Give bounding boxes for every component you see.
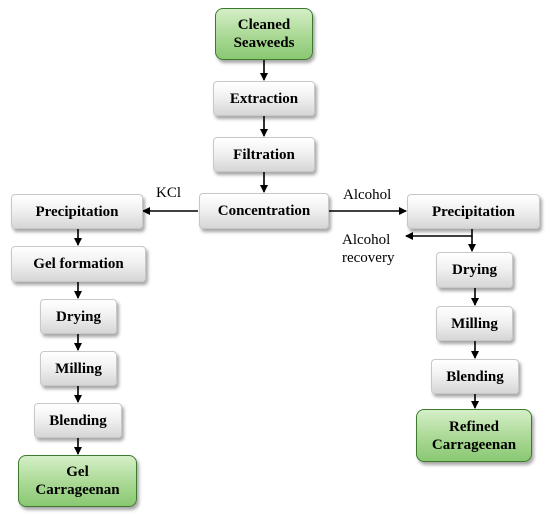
node-gel-formation: Gel formation	[11, 246, 146, 282]
node-extraction: Extraction	[213, 81, 315, 116]
node-drying-left: Drying	[40, 299, 117, 334]
node-blending-right: Blending	[431, 359, 519, 394]
label-alcohol-recovery: Alcohol recovery	[342, 232, 395, 266]
node-precipitation-left: Precipitation	[11, 194, 143, 229]
arrow-alcohol-recovery	[405, 229, 473, 240]
node-milling-right: Milling	[436, 306, 513, 341]
node-blending-left: Blending	[34, 403, 122, 438]
label-kcl: KCl	[156, 185, 182, 201]
node-concentration: Concentration	[199, 193, 329, 229]
node-cleaned-seaweeds: Cleaned Seaweeds	[215, 8, 313, 60]
node-filtration: Filtration	[213, 137, 315, 172]
node-refined-carrageenan: Refined Carrageenan	[416, 409, 532, 462]
node-precipitation-right: Precipitation	[407, 194, 540, 229]
label-alcohol: Alcohol	[343, 187, 392, 203]
node-milling-left: Milling	[40, 351, 117, 386]
node-gel-carrageenan: Gel Carrageenan	[18, 455, 137, 507]
node-drying-right: Drying	[436, 252, 513, 288]
